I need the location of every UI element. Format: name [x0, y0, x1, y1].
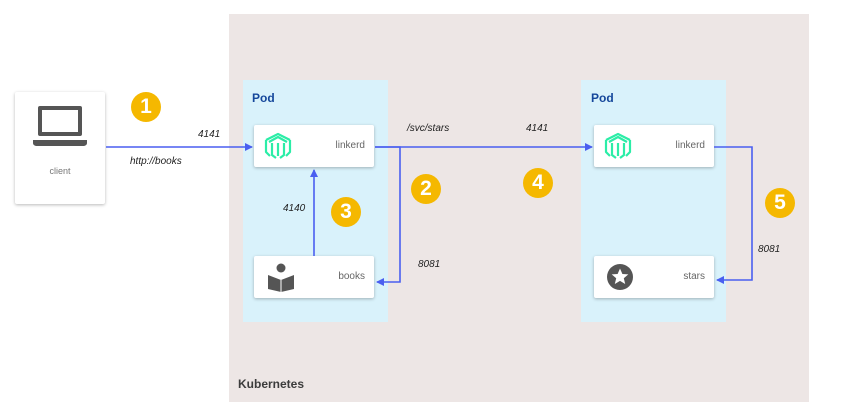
- linkerd-label: linkerd: [675, 140, 705, 151]
- stars-service: stars: [594, 256, 714, 298]
- star-icon: [607, 264, 633, 290]
- pod-stars-label: Pod: [591, 91, 614, 105]
- arrow-linkerd-to-books: [375, 146, 401, 286]
- remote-port-label: 4141: [526, 123, 549, 134]
- linkerd-icon: [604, 132, 632, 159]
- pod-books-label: Pod: [252, 91, 275, 105]
- linkerd-proxy-stars: linkerd: [594, 125, 714, 167]
- book-reader-icon: [268, 263, 294, 292]
- books-outbound-port-label: 4140: [283, 203, 306, 214]
- client-port-label: 4141: [198, 129, 221, 140]
- client-label: client: [49, 166, 71, 176]
- step-badge-2: 2: [411, 174, 441, 204]
- route-path-label: /svc/stars: [407, 123, 450, 134]
- books-inbound-port-label: 8081: [418, 259, 441, 270]
- step-badge-1: 1: [131, 92, 161, 122]
- step-badge-3: 3: [331, 197, 361, 227]
- books-service: books: [254, 256, 374, 298]
- client-node: client: [15, 92, 105, 204]
- stars-inbound-port-label: 8081: [758, 244, 781, 255]
- linkerd-icon: [264, 132, 292, 159]
- step-badge-5: 5: [765, 188, 795, 218]
- books-label: books: [338, 271, 365, 282]
- linkerd-label: linkerd: [335, 140, 365, 151]
- laptop-icon: [33, 106, 87, 146]
- linkerd-proxy-books: linkerd: [254, 125, 374, 167]
- stars-label: stars: [683, 271, 705, 282]
- kubernetes-label: Kubernetes: [238, 377, 305, 391]
- client-path-label: http://books: [130, 156, 182, 167]
- step-badge-4: 4: [523, 168, 553, 198]
- arrow-remote-linkerd-to-stars: [714, 146, 753, 284]
